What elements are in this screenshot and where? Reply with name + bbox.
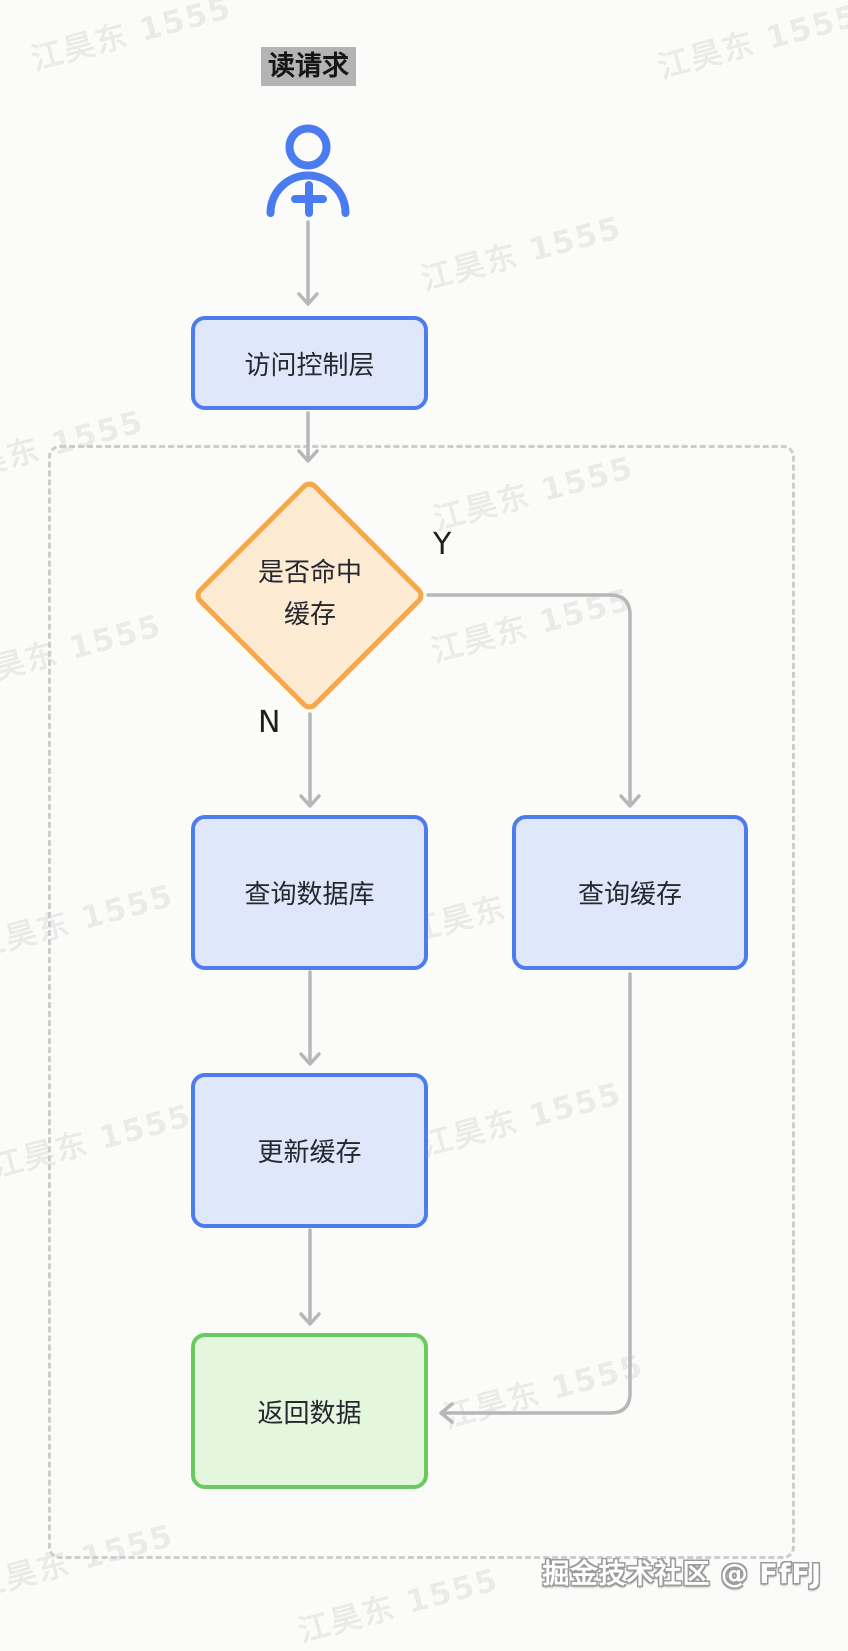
arrow-user-to-access <box>297 220 319 306</box>
node-query-cache-label: 查询缓存 <box>577 880 682 910</box>
arrow-access-to-decision <box>297 411 319 463</box>
node-update-cache: 更新缓存 <box>191 1073 428 1228</box>
arrow-decision-yes-to-query-cache <box>426 593 641 808</box>
branch-label-no: N <box>258 705 281 740</box>
arrow-query-db-to-update-cache <box>299 970 321 1066</box>
user-plus-icon <box>266 124 350 217</box>
node-return-data-label: 返回数据 <box>257 1398 362 1429</box>
node-query-cache: 查询缓存 <box>512 815 748 970</box>
node-update-cache-label: 更新缓存 <box>257 1138 362 1168</box>
node-access-control-label: 访问控制层 <box>244 350 375 381</box>
flow-connectors <box>297 220 641 1424</box>
decision-line2: 缓存 <box>283 599 336 630</box>
node-query-database: 查询数据库 <box>191 815 428 970</box>
node-return-data: 返回数据 <box>191 1333 428 1489</box>
arrow-decision-no-to-query-db <box>299 712 321 808</box>
decision-diamond-label: 是否命中 缓存 <box>220 553 400 636</box>
page-title: 读请求 <box>261 47 356 87</box>
cache-layer-container <box>48 445 795 1559</box>
node-access-control: 访问控制层 <box>191 316 428 410</box>
branch-label-yes: Y <box>433 527 452 562</box>
node-query-database-label: 查询数据库 <box>244 880 375 910</box>
decision-line1: 是否命中 <box>257 558 362 588</box>
credit-watermark: 掘金技术社区 @ FfFJ <box>542 1559 822 1590</box>
arrow-update-cache-to-return <box>299 1228 321 1326</box>
arrow-query-cache-to-return <box>439 972 632 1424</box>
